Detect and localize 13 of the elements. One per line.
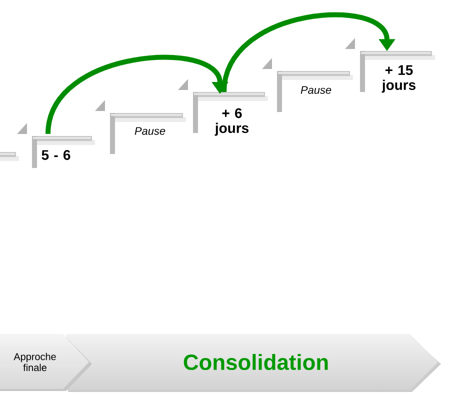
stair-step: + 15 jours <box>345 38 435 93</box>
node-label: Pause <box>134 127 166 135</box>
node-label: + 15 jours <box>382 65 416 93</box>
node-label: + 6 jours <box>214 108 248 136</box>
curved-arrow <box>222 12 396 92</box>
stair-step: Pause <box>95 100 186 154</box>
node-label: 5 - 6 <box>42 150 70 160</box>
stair-step: 5 - 6 <box>17 123 95 168</box>
curved-arrow <box>46 55 228 134</box>
stair-step <box>0 152 19 161</box>
stair-step: Pause <box>262 58 353 112</box>
node-label: Pause <box>300 86 332 94</box>
stair-step: + 6 jours <box>178 79 268 136</box>
